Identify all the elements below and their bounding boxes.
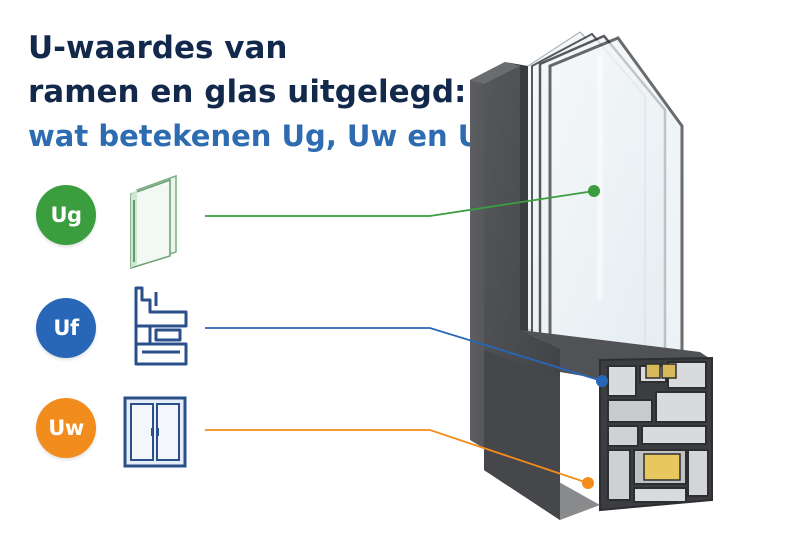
uf-label: Uf: [53, 316, 79, 340]
title-line-1: U-waardes van: [28, 30, 288, 66]
title-line-2: ramen en glas uitgelegd:: [28, 74, 467, 110]
ug-leader-line: [205, 185, 600, 217]
ug-label: Ug: [50, 203, 82, 227]
glass-panes: [524, 31, 684, 374]
ug-badge: Ug: [36, 185, 96, 245]
uf-badge: Uf: [36, 298, 96, 358]
frame-profile-icon: [134, 286, 188, 366]
uw-leader-line: [205, 429, 594, 489]
glass-pane-icon: [130, 174, 177, 270]
title-subtitle: wat betekenen Ug, Uw en Uf?: [28, 119, 511, 153]
uw-badge: Uw: [36, 398, 96, 458]
uf-leader-line: [205, 327, 608, 387]
profile-cross-section: [599, 356, 713, 512]
uw-label: Uw: [48, 416, 84, 440]
page-title: U-waardes van ramen en glas uitgelegd: w…: [28, 26, 511, 158]
window-icon: [123, 396, 187, 468]
